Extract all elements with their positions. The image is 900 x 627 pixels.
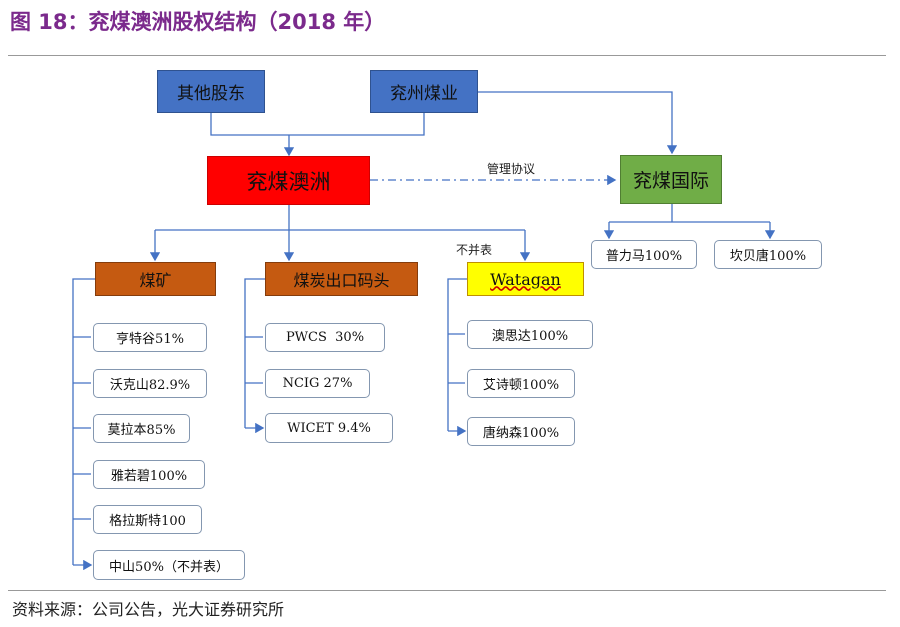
node-yancoal-australia: 兖煤澳洲 bbox=[207, 156, 370, 205]
coal-mine-item: 格拉斯特100 bbox=[93, 505, 202, 534]
watagan-sub-item: 唐纳森100% bbox=[467, 417, 575, 446]
coal-mine-item: 沃克山82.9% bbox=[93, 369, 207, 398]
coal-terminal-item: PWCS 30% bbox=[265, 323, 385, 352]
title-divider bbox=[8, 55, 886, 56]
node-yancoal-international: 兖煤国际 bbox=[620, 155, 722, 204]
footer-divider bbox=[8, 590, 886, 591]
watagan-sub-item: 澳思达100% bbox=[467, 320, 593, 349]
not-consolidated-label: 不并表 bbox=[456, 243, 493, 257]
international-sub-item: 坎贝唐100% bbox=[714, 240, 822, 269]
watagan-sub-item: 艾诗顿100% bbox=[467, 369, 575, 398]
coal-terminal-item: NCIG 27% bbox=[265, 369, 370, 398]
coal-mine-item: 亨特谷51% bbox=[93, 323, 207, 352]
node-coal-mines: 煤矿 bbox=[95, 262, 216, 296]
node-other-shareholders: 其他股东 bbox=[157, 70, 265, 113]
international-sub-item: 普力马100% bbox=[591, 240, 697, 269]
figure-title: 图 18：兖煤澳洲股权结构（2018 年） bbox=[10, 10, 386, 34]
node-coal-terminals: 煤炭出口码头 bbox=[265, 262, 418, 296]
coal-mine-item: 莫拉本85% bbox=[93, 414, 190, 443]
source-note: 资料来源：公司公告，光大证券研究所 bbox=[12, 600, 285, 619]
coal-mine-item: 雅若碧100% bbox=[93, 460, 205, 489]
management-agreement-label: 管理协议 bbox=[487, 162, 536, 176]
node-yanzhou-coal: 兖州煤业 bbox=[370, 70, 478, 113]
coal-terminal-item: WICET 9.4% bbox=[265, 413, 393, 443]
coal-mine-item: 中山50%（不并表） bbox=[93, 550, 245, 580]
node-watagan: Watagan bbox=[467, 262, 584, 296]
